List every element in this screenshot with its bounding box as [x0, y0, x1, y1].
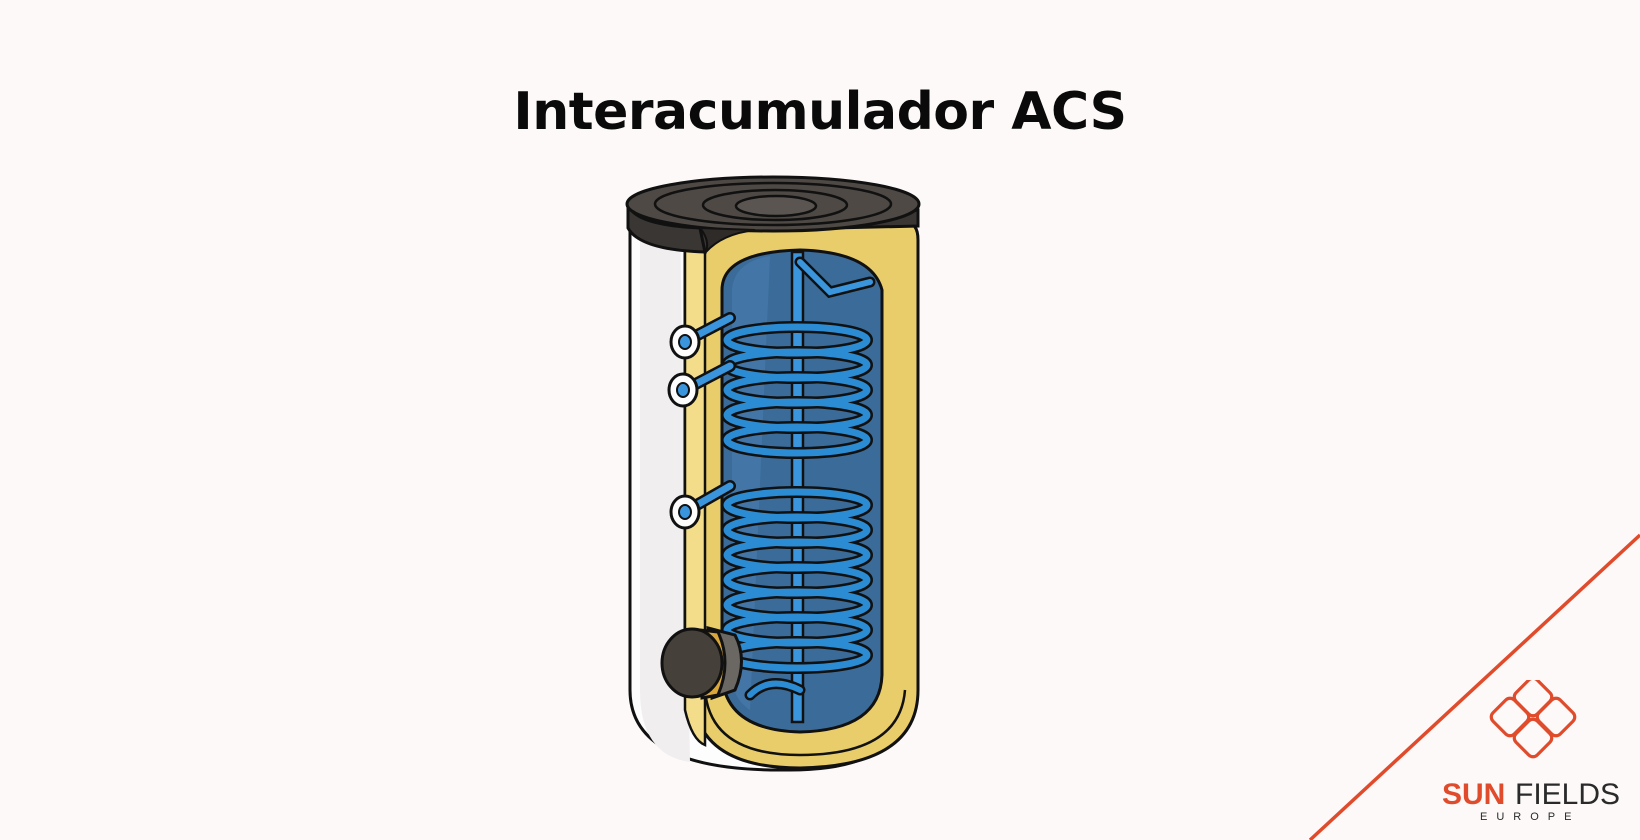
brand-name-part2: FIELDS [1515, 778, 1620, 811]
brand-tagline: EUROPE [1480, 811, 1580, 823]
heating-element-flange [660, 626, 743, 701]
brand-logo: SUN FIELDS EUROPE [1440, 774, 1630, 838]
tank-lid [625, 175, 921, 256]
side-fittings [667, 324, 701, 530]
brand-name-part1: SUN [1442, 778, 1505, 811]
brand-wordmark-text: SUN FIELDS EUROPE [1442, 778, 1620, 823]
interlocking-diamonds-logo-icon [1489, 680, 1577, 759]
lower-heat-exchanger-coil [721, 486, 873, 674]
page-title: Interacumulador ACS [513, 82, 1127, 142]
water-heater-illustration [625, 175, 921, 772]
